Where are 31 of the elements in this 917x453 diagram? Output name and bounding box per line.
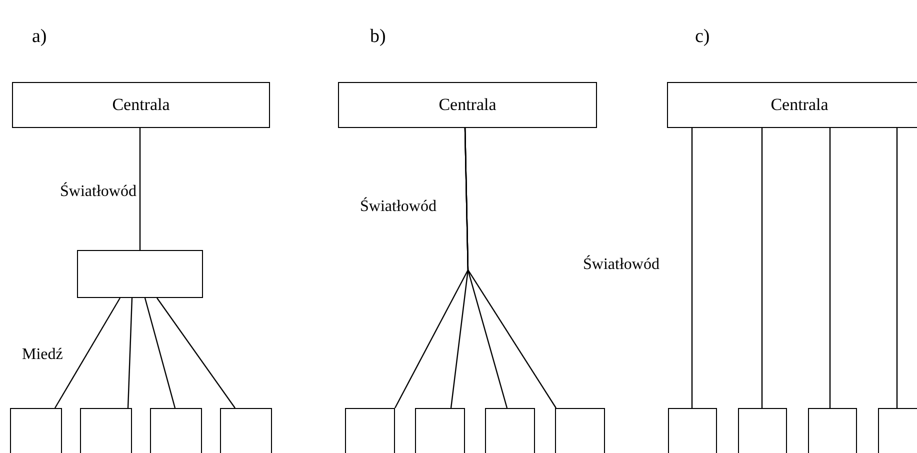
terminal-box <box>150 408 202 453</box>
connector-line <box>54 298 121 408</box>
box-label: Centrala <box>438 95 496 115</box>
connector-line <box>156 298 236 408</box>
terminal-box <box>220 408 272 453</box>
terminal-box <box>77 250 203 298</box>
exchange-box <box>338 82 597 128</box>
connector-line <box>829 128 831 408</box>
terminal-box <box>345 408 395 453</box>
exchange-box <box>667 82 917 128</box>
box-label: Centrala <box>112 95 170 115</box>
terminal-box <box>10 408 62 453</box>
connector-line <box>691 128 693 408</box>
box-label: Centrala <box>770 95 828 115</box>
terminal-box <box>808 408 857 453</box>
panel-label: a) <box>32 26 47 48</box>
connector-line <box>761 128 763 408</box>
panel-label: b) <box>370 26 386 48</box>
connector-line <box>896 128 898 408</box>
connector-line <box>464 128 556 408</box>
terminal-box <box>668 408 717 453</box>
connector-line <box>127 298 133 408</box>
panel-label: c) <box>695 26 710 48</box>
terminal-box <box>415 408 465 453</box>
exchange-box <box>12 82 270 128</box>
connector-line <box>144 298 176 408</box>
terminal-box <box>738 408 787 453</box>
terminal-box <box>555 408 605 453</box>
terminal-box <box>80 408 132 453</box>
terminal-box <box>485 408 535 453</box>
connector-line <box>139 128 141 250</box>
